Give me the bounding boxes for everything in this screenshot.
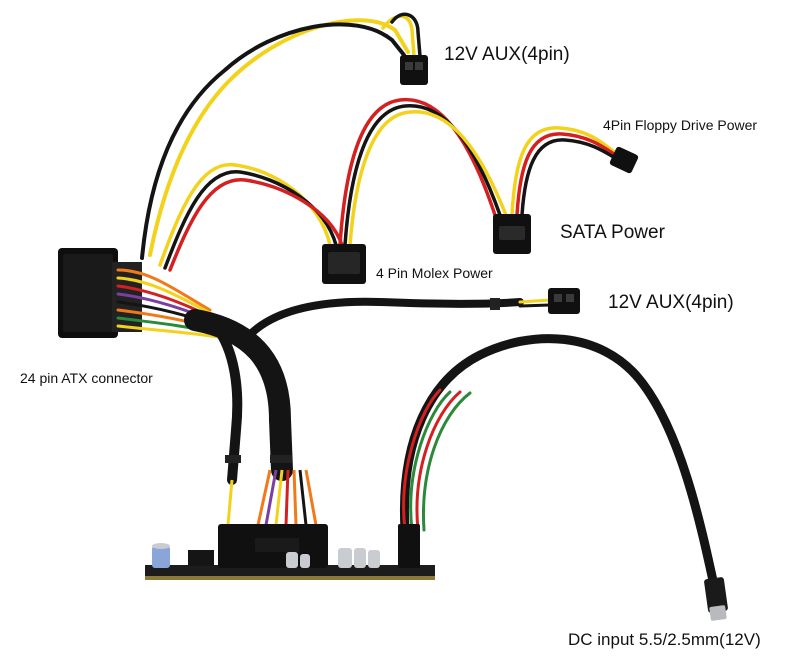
label-atx-connector: 24 pin ATX connector — [20, 370, 153, 386]
capacitors — [152, 543, 380, 568]
molex-connector — [322, 244, 366, 284]
main-sleeved-bundle — [184, 309, 293, 485]
molex-sata-cables — [158, 97, 624, 272]
label-molex-power: 4 Pin Molex Power — [376, 265, 493, 281]
dc-input-cable — [399, 334, 720, 595]
label-12v-aux-mid: 12V AUX(4pin) — [608, 292, 734, 313]
aux-mid-connector — [548, 288, 580, 314]
aux-top-cable — [140, 12, 422, 260]
label-dc-input: DC input 5.5/2.5mm(12V) — [568, 630, 761, 649]
label-12v-aux-top: 12V AUX(4pin) — [444, 44, 570, 65]
aux-mid-cable — [241, 297, 552, 344]
label-floppy-power: 4Pin Floppy Drive Power — [603, 117, 758, 133]
atx-24pin-connector — [58, 248, 142, 338]
floppy-connector — [609, 146, 639, 174]
pcb-wire-fan — [226, 469, 318, 526]
aux-top-connector — [400, 55, 428, 85]
sata-connector — [493, 214, 531, 254]
dc-barrel-jack — [704, 577, 728, 621]
label-sata-power: SATA Power — [560, 222, 665, 243]
